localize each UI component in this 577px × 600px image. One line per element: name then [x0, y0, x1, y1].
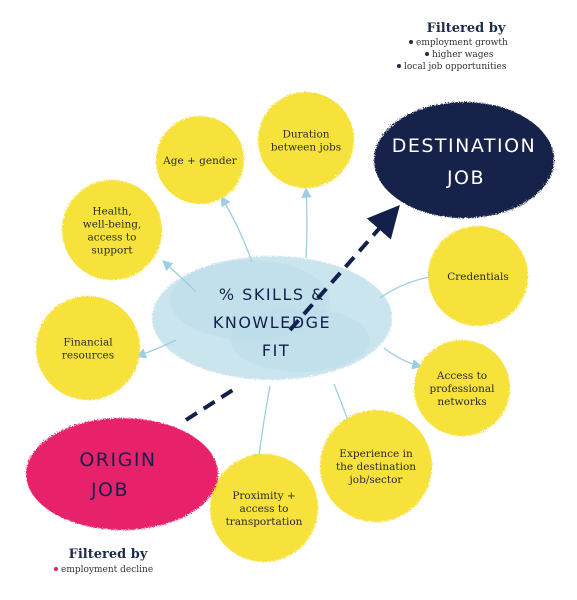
destination-filter-2: higher wages [432, 50, 494, 60]
factor-label-financial-line-2: resources [62, 350, 114, 362]
factor-label-age-gender-line-1: Age + gender [162, 155, 238, 167]
destination-label-line-2: JOB [446, 167, 485, 189]
arrow-to-age-gender [220, 195, 253, 263]
factor-label-experience-line-2: the destination [336, 461, 416, 473]
bullet-icon [397, 64, 401, 68]
factor-label-health-line-3: access to [88, 232, 137, 244]
factor-label-proximity-line-1: Proximity + [232, 490, 295, 502]
center-label: % SKILLS & KNOWLEDGE FIT [213, 285, 331, 360]
origin-label-line-2: JOB [90, 479, 129, 501]
bullet-icon [425, 52, 429, 56]
factor-bubble-age-gender: Age + gender [156, 116, 244, 204]
factor-bubble-shape [210, 454, 318, 562]
factor-bubble-shape [428, 226, 528, 326]
factor-label-networks-line-1: Access to [436, 370, 487, 382]
arrow-to-credentials [379, 271, 439, 299]
destination-label-line-1: DESTINATION [392, 135, 537, 157]
factor-label-duration-line-1: Duration [282, 129, 329, 141]
factor-label-proximity-line-2: access to [240, 503, 289, 515]
center-label-line-3: FIT [262, 341, 290, 360]
factor-bubble-shape [36, 296, 140, 400]
factor-label-financial-line-1: Financial [63, 337, 113, 349]
factor-label-duration-line-2: between jobs [271, 142, 341, 154]
factor-label-health-line-4: support [91, 245, 133, 257]
factor-bubble-credentials: Credentials [428, 226, 528, 326]
factor-bubble-shape [62, 180, 162, 280]
arrow-to-financial [135, 339, 177, 359]
factor-label-experience-line-3: job/sector [348, 474, 404, 486]
arrow-to-health [162, 260, 197, 293]
center-label-line-2: KNOWLEDGE [213, 313, 331, 332]
origin-job-bubble: ORIGIN JOB [26, 418, 218, 530]
origin-filter-1: employment decline [61, 565, 153, 575]
arrow-to-duration [301, 187, 312, 259]
factor-label-experience-line-1: Experience in [339, 448, 413, 460]
destination-filter-1: employment growth [416, 38, 508, 48]
origin-filter-title: Filtered by [69, 547, 148, 562]
factor-label-networks-line-3: networks [437, 396, 486, 408]
center-scribble [152, 256, 392, 380]
bullet-icon [409, 40, 413, 44]
destination-filter-title: Filtered by [427, 21, 506, 36]
factor-bubble-shape [258, 92, 354, 188]
origin-filter-legend: Filtered by employment decline [54, 547, 153, 575]
destination-job-bubble: DESTINATION JOB [374, 102, 554, 218]
arrow-to-proximity [253, 385, 271, 465]
factor-label-proximity-line-3: transportation [226, 516, 303, 528]
origin-to-destination-arrow [184, 214, 392, 422]
center-label-line-1: % SKILLS & [219, 285, 325, 304]
factor-bubble-shape [320, 410, 432, 522]
bullet-icon [54, 567, 58, 571]
factor-label-credentials-line-1: Credentials [447, 271, 509, 283]
factor-bubble-shape [156, 116, 244, 204]
connector-arrows [135, 187, 439, 465]
destination-filter-legend: Filtered by employment growth higher wag… [397, 21, 508, 72]
factor-label-health-line-1: Health, [92, 206, 131, 218]
factor-label-health-line-2: well-being, [83, 219, 142, 231]
factor-label-networks-line-2: professional [430, 383, 496, 395]
arrow-to-networks [383, 347, 423, 370]
factor-bubble-shape [414, 340, 510, 436]
destination-filter-3: local job opportunities [404, 62, 507, 72]
origin-label-line-1: ORIGIN [79, 449, 156, 471]
